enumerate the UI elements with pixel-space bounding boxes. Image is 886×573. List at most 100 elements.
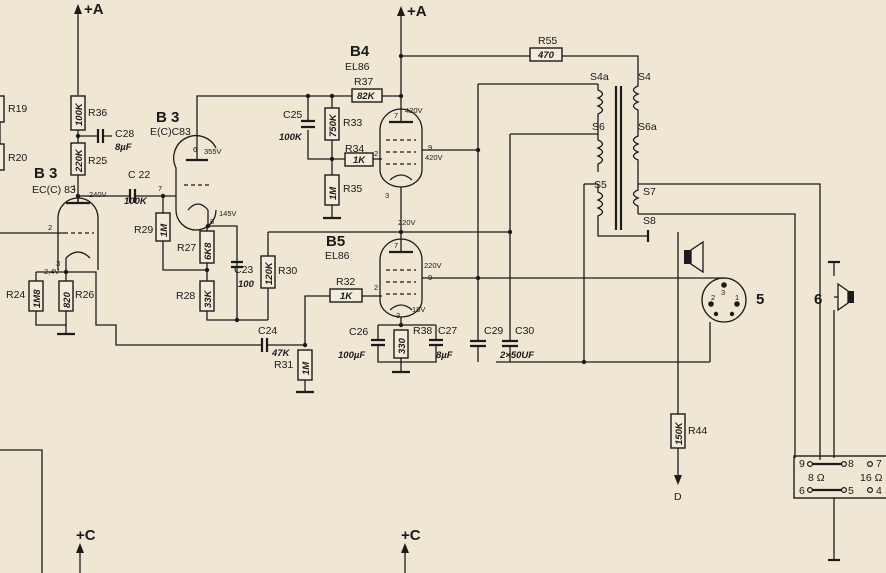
switch-pin-9: 9: [799, 458, 805, 470]
r25-value: 220K: [74, 148, 85, 173]
chassis-box-outline: [0, 449, 43, 573]
speaker-6-label: 6: [814, 291, 822, 308]
impedance-switch[interactable]: [793, 455, 886, 499]
supply-c-left-label: +C: [76, 527, 96, 544]
c29-30-value: 2×50UF: [499, 350, 534, 361]
r44-body: [670, 413, 686, 449]
c28-name: C28: [115, 128, 134, 140]
r31-value: 1M: [301, 361, 312, 375]
din-pin-2: 2: [711, 293, 715, 302]
supply-c-mid-label: +C: [401, 527, 421, 544]
r28-value: 33K: [203, 289, 214, 308]
c24-name: C24: [258, 325, 277, 337]
b3p-anode-voltage: 355V: [204, 147, 222, 156]
r19-name: R19: [8, 103, 27, 115]
r27-name: R27: [177, 242, 196, 254]
b4-anode-voltage: 420V: [405, 106, 423, 115]
c26-name: C26: [349, 326, 368, 338]
r37-name: R37: [354, 76, 373, 88]
xfmr-s4a: S4a: [590, 71, 609, 83]
b5-name: B5: [326, 233, 345, 250]
b5-anode-pin: 7: [394, 241, 398, 250]
b3-name: B 3: [34, 165, 57, 182]
xfmr-s6: S6: [592, 121, 605, 133]
r38-name: R38: [413, 325, 432, 337]
switch-16-ohm: 16 Ω: [860, 472, 883, 484]
b4-type: EL86: [345, 61, 370, 73]
r32-name: R32: [336, 276, 355, 288]
output-transformer: [596, 78, 650, 242]
c24-value: 47K: [271, 348, 291, 359]
r55-value: 470: [537, 50, 555, 61]
b5-type: EL86: [325, 250, 350, 262]
r24-value: 1M8: [32, 289, 43, 308]
b4-screen-voltage: 420V: [425, 153, 443, 162]
c22-name: C 22: [128, 169, 150, 181]
supply-c-left: +C: [76, 527, 96, 573]
b3p-cathode-voltage: 145V: [219, 209, 237, 218]
r19-body: [0, 95, 5, 123]
switch-pin-7: 7: [876, 458, 882, 470]
b3p-grid-pin: 7: [158, 184, 162, 193]
r33-name: R33: [343, 117, 362, 129]
c30-name: C30: [515, 325, 534, 337]
r38-value: 330: [397, 337, 408, 354]
r31-name: R31: [274, 359, 293, 371]
b5-cathode-pin: 3: [396, 311, 400, 320]
c25-value: 100K: [279, 132, 303, 143]
supply-a-left: +A: [74, 1, 104, 95]
r55-name: R55: [538, 35, 557, 47]
supply-c-mid: +C: [401, 527, 421, 573]
r27-value: 6K8: [203, 242, 214, 260]
switch-pin-6: 6: [799, 485, 805, 497]
c25-name: C25: [283, 109, 302, 121]
r36-name: R36: [88, 107, 107, 119]
r34-name: R34: [345, 143, 364, 155]
switch-pin-4: 4: [876, 485, 882, 497]
speaker-6-icon: [837, 282, 854, 312]
b3-anode-pin: 1: [72, 183, 76, 192]
r30-name: R30: [278, 265, 297, 277]
b3p-anode-pin: 6: [193, 145, 197, 154]
r55-body: [529, 47, 563, 62]
c27-value: 8µF: [436, 350, 453, 361]
r34-value: 1K: [353, 155, 366, 166]
c22-value: 100K: [124, 196, 148, 207]
b4-name: B4: [350, 43, 370, 60]
b4-cathode-pin: 3: [385, 191, 389, 200]
r44-value: 150K: [674, 421, 685, 445]
r26-name: R26: [75, 289, 94, 301]
r37-value: 82K: [357, 91, 376, 102]
switch-8-ohm: 8 Ω: [808, 472, 825, 484]
r35-name: R35: [343, 183, 362, 195]
speaker-icon: [684, 240, 704, 274]
xfmr-s6a: S6a: [638, 121, 657, 133]
b3-type: EC(C) 83: [32, 184, 76, 196]
r25-name: R25: [88, 155, 107, 167]
switch-pin-8: 8: [848, 458, 854, 470]
b3p-cathode-pin: 8: [210, 217, 214, 226]
supply-a-mid-label: +A: [407, 3, 427, 20]
c29-name: C29: [484, 325, 503, 337]
xfmr-s8: S8: [643, 215, 656, 227]
r30-value: 120K: [264, 261, 275, 285]
b4-anode-pin: 7: [394, 111, 398, 120]
b3-cathode-pin: 3: [56, 259, 60, 268]
r26-value: 820: [62, 291, 73, 308]
xfmr-s4: S4: [638, 71, 651, 83]
b4-screen-pin: 9: [428, 143, 432, 152]
c23-name: C23: [234, 264, 253, 276]
din-pin-1: 1: [735, 293, 739, 302]
b3-grid-pin: 2: [48, 223, 52, 232]
r29-name: R29: [134, 224, 153, 236]
r35-value: 1M: [328, 186, 339, 200]
connector-label: 5: [756, 291, 764, 308]
b5-grid-pin: 2: [374, 283, 378, 292]
b5-anode-voltage: 220V: [424, 261, 442, 270]
b4-cathode-voltage: 220V: [398, 218, 416, 227]
c27-name: C27: [438, 325, 457, 337]
b3p-name: B 3: [156, 109, 179, 126]
r36-value: 100K: [74, 102, 85, 126]
xfmr-s7: S7: [643, 186, 656, 198]
